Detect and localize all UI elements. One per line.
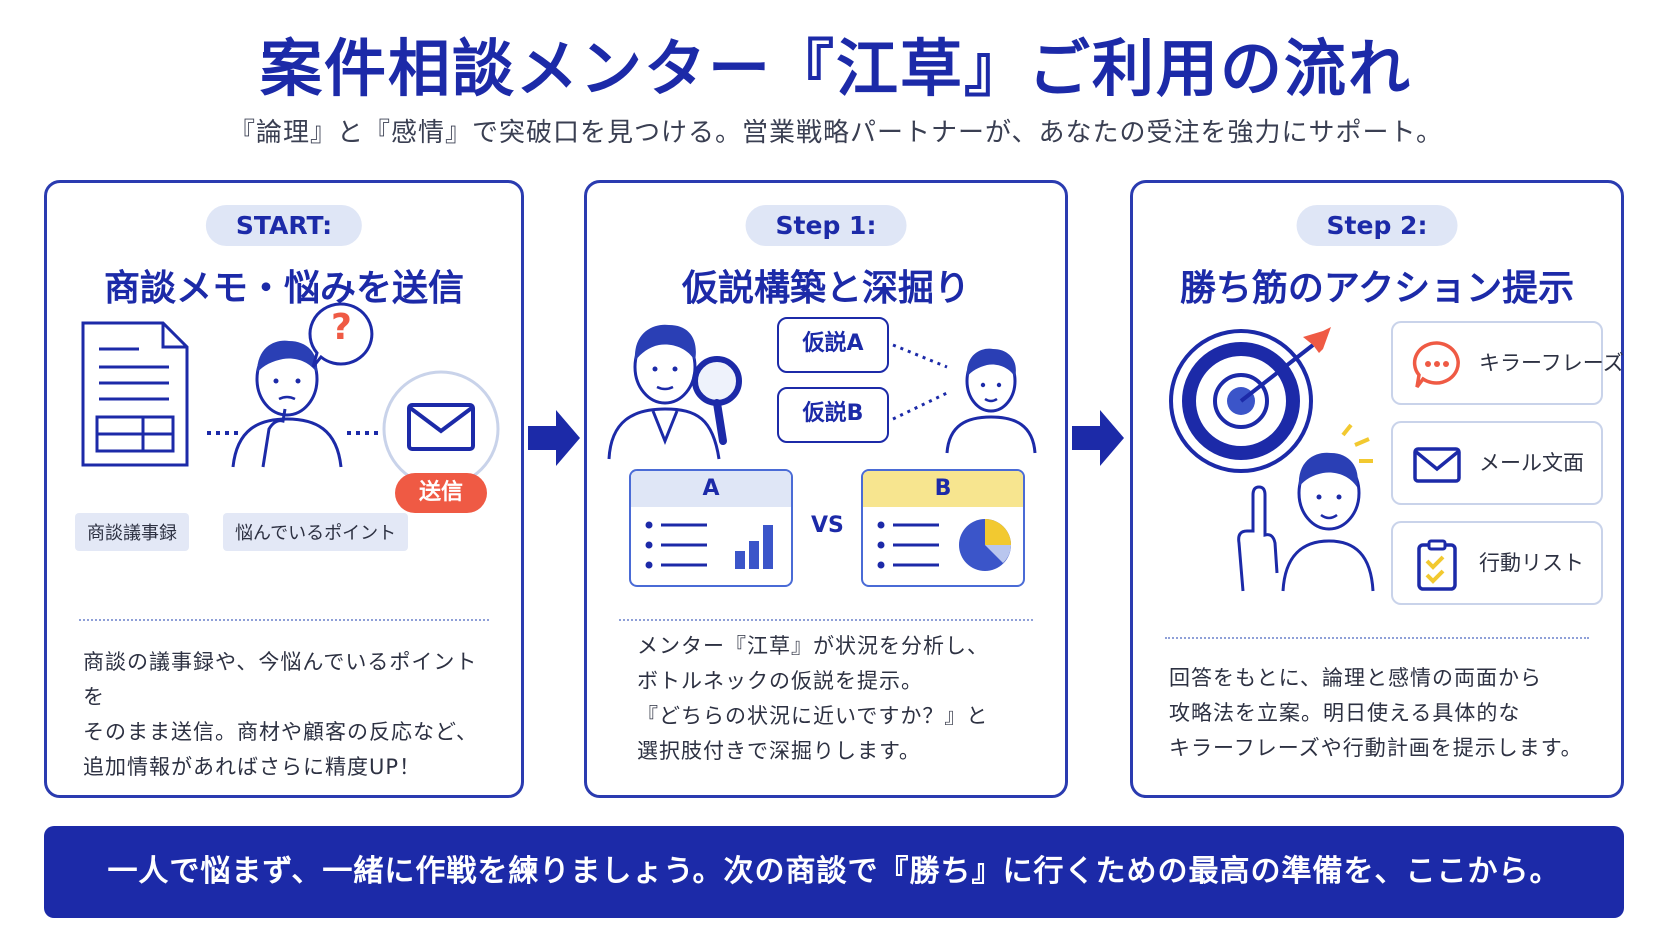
hypothesis-b: 仮説B <box>777 387 889 443</box>
step-heading: 商談メモ・悩みを送信 <box>103 268 464 309</box>
page-subtitle: 『論理』と『感情』で突破口を見つける。営業戦略パートナーが、あなたの受注を強力に… <box>229 118 1443 148</box>
page-title: 案件相談メンター『江草』ご利用の流れ <box>259 32 1412 105</box>
action-label: キラーフレーズ <box>1479 351 1624 375</box>
action-checklist: 行動リスト <box>1391 521 1603 605</box>
action-killer-phrase: キラーフレーズ <box>1391 321 1624 405</box>
arrow-right-icon <box>528 410 580 466</box>
question-bubble-icon <box>308 302 374 368</box>
panel-label: B <box>863 471 1023 507</box>
footer-banner: 一人で悩まず、一緒に作戦を練りましょう。次の商談で『勝ち』に行くための最高の準備… <box>44 826 1624 918</box>
question-mark: ? <box>331 307 352 348</box>
arrow-right-icon <box>1072 410 1124 466</box>
client-person-icon <box>945 348 1037 454</box>
tag-minutes: 商談議事録 <box>75 513 189 551</box>
dotted-connector <box>892 343 948 421</box>
step-description: 商談の議事録や、今悩んでいるポイントを そのまま送信。商材や顧客の反応など、 追… <box>83 650 478 779</box>
send-button[interactable]: 送信 <box>395 473 487 513</box>
card-divider <box>1165 637 1589 639</box>
step-description: メンター『江草』が状況を分析し、 ボトルネックの仮説を提示。 『どちらの状況に近… <box>637 634 989 763</box>
dotted-connector <box>207 431 243 435</box>
card-divider <box>619 619 1033 621</box>
hypothesis-a: 仮説A <box>777 317 889 373</box>
tag-worry-points: 悩んでいるポイント <box>223 513 409 551</box>
step-heading: 勝ち筋のアクション提示 <box>1179 268 1575 309</box>
vs-label: VS <box>811 513 844 538</box>
envelope-icon <box>1413 447 1461 483</box>
step-card-2: Step 2: 勝ち筋のアクション提示 キラーフレーズ メール文面 <box>1130 180 1624 798</box>
pointing-person-icon <box>1237 423 1375 592</box>
step-badge: Step 2: <box>1296 205 1458 246</box>
document-icon <box>81 321 189 467</box>
step-card-start: START: 商談メモ・悩みを送信 商談議事録 ? 悩んでいるポイント 送信 <box>44 180 524 798</box>
panel-label: A <box>631 471 791 507</box>
speech-bubble-icon <box>1412 341 1460 389</box>
pie-chart-icon <box>877 519 1011 571</box>
step-card-1: Step 1: 仮説構築と深掘り 仮説A 仮説B A <box>584 180 1068 798</box>
action-label: メール文面 <box>1479 451 1584 475</box>
envelope-icon <box>382 370 500 488</box>
action-label: 行動リスト <box>1479 551 1584 575</box>
bar-chart-icon <box>645 521 773 569</box>
action-email-text: メール文面 <box>1391 421 1603 505</box>
thinking-person-icon <box>231 340 343 468</box>
target-icon <box>1169 327 1331 473</box>
checklist-icon <box>1417 539 1457 591</box>
step-badge: Step 1: <box>745 205 907 246</box>
dotted-connector <box>347 431 383 435</box>
option-panel-a: A <box>629 469 793 587</box>
mentor-with-magnifier-icon <box>607 324 742 460</box>
step-heading: 仮説構築と深掘り <box>681 268 970 309</box>
card-divider <box>79 619 489 621</box>
option-panel-b: B <box>861 469 1025 587</box>
step-badge: START: <box>205 205 363 246</box>
step-description: 回答をもとに、論理と感情の両面から 攻略法を立案。明日使える具体的な キラーフレ… <box>1169 666 1583 760</box>
